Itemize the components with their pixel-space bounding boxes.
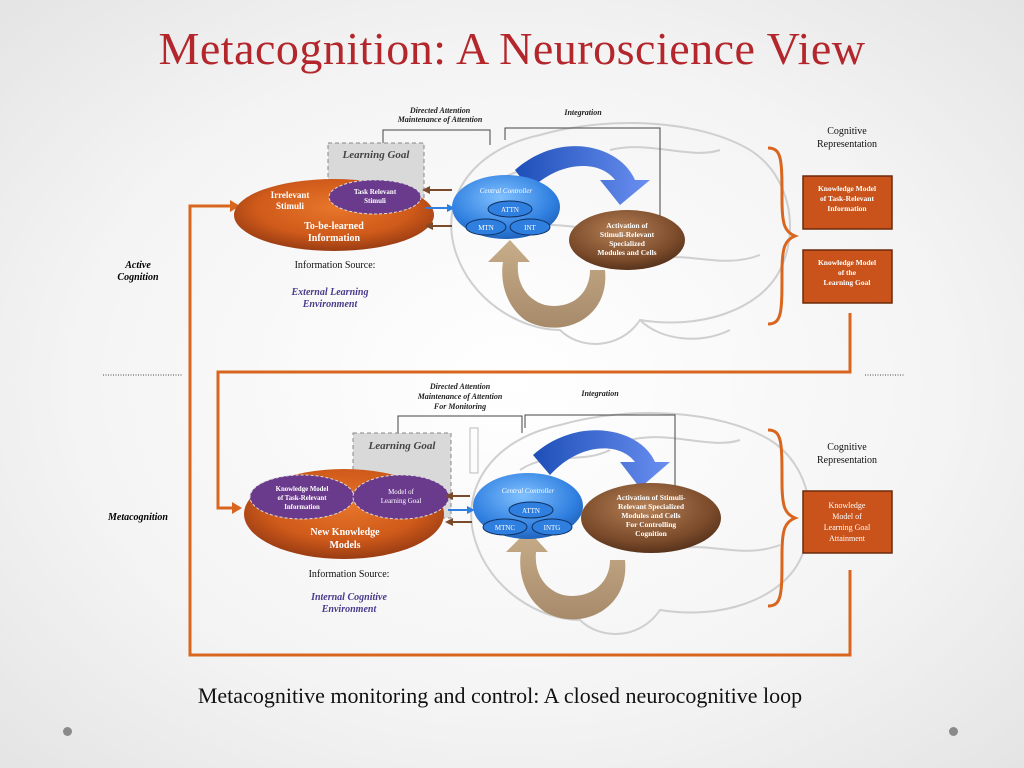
loop-arrowhead	[232, 502, 242, 514]
task-relevant-stimuli-oval	[328, 179, 422, 215]
loop-line-bottom-to-top	[188, 204, 852, 657]
mtnc-oval	[482, 518, 528, 536]
central-controller-label-bottom: Central Controller	[502, 487, 555, 495]
int-label: INT	[524, 224, 536, 232]
attn-oval-bottom	[508, 501, 554, 519]
tan-curved-arrow-bottom	[506, 530, 626, 620]
km-task-relevant-box	[802, 175, 893, 230]
right-brace-bottom	[767, 428, 800, 608]
learning-goal-label-bottom: Learning Goal	[368, 440, 437, 452]
nav-dot-left	[63, 727, 72, 736]
loop-line-top-to-bottom	[216, 313, 852, 510]
arrowhead	[447, 204, 455, 212]
tan-curved-arrow-top	[488, 240, 606, 328]
metacognition-label: Metacognition	[107, 512, 168, 523]
slide-title: Metacognition: A Neuroscience View	[158, 23, 866, 74]
activation-text-bottom: Activation of Stimuli-Relevant Specializ…	[616, 493, 686, 538]
arrowhead	[467, 506, 475, 514]
learning-goal-label-top: Learning Goal	[342, 149, 411, 161]
km-attainment-box	[802, 490, 893, 554]
arrowhead	[445, 492, 453, 500]
mtnc-label: MTNC	[495, 524, 516, 532]
mtn-label: MTN	[478, 224, 494, 232]
blue-curved-arrow-bottom	[533, 430, 670, 488]
integration-bracket-bottom	[524, 414, 676, 510]
attn-oval-top	[487, 200, 533, 218]
blue-curved-arrow-top	[515, 146, 650, 205]
km-learning-goal-box	[802, 249, 893, 304]
slide-caption: Metacognitive monitoring and control: A …	[197, 683, 803, 708]
intg-oval	[531, 518, 573, 536]
intg-label: INTG	[544, 524, 561, 532]
activation-oval-bottom	[581, 483, 721, 553]
integration-label-top: Integration	[563, 108, 602, 117]
info-source-label-top: Information Source:	[295, 260, 376, 271]
integration-label-bottom: Integration	[580, 389, 619, 398]
small-bar	[469, 427, 479, 474]
attention-bracket-bottom	[397, 415, 523, 433]
central-controller-label-top: Central Controller	[480, 187, 533, 195]
attn-label-bottom: ATTN	[522, 507, 540, 515]
activation-oval-top	[569, 210, 685, 270]
arrowhead	[445, 518, 453, 526]
info-source-label-bottom: Information Source:	[309, 569, 390, 580]
nav-dot-right	[949, 727, 958, 736]
right-brace-top	[767, 146, 800, 326]
arrowhead	[425, 222, 433, 230]
int-oval	[509, 218, 551, 236]
mtn-oval	[465, 218, 507, 236]
loop-arrowhead-top	[230, 200, 240, 212]
attn-label-top: ATTN	[501, 206, 519, 214]
arrowhead	[422, 186, 430, 194]
integration-bracket-top	[504, 127, 661, 230]
attention-bracket	[382, 129, 491, 145]
